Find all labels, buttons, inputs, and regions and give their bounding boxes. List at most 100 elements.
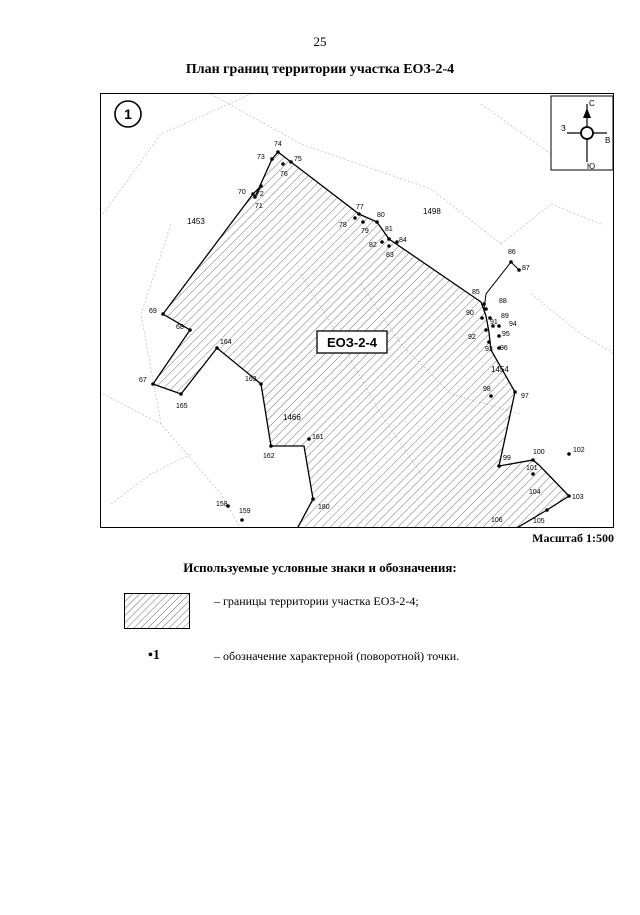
- turning-point-label: 77: [356, 204, 364, 211]
- turning-point-dot: [545, 508, 549, 512]
- turning-point-label: 162: [263, 453, 275, 460]
- turning-point-dot: [380, 240, 384, 244]
- turning-point-dot: [353, 216, 357, 220]
- turning-point-dot: [484, 328, 488, 332]
- turning-point-dot: [489, 394, 493, 398]
- compass-rose-icon: С Ю З В: [550, 95, 613, 171]
- turning-point-label: 180: [318, 504, 330, 511]
- turning-point-dot: [497, 464, 501, 468]
- parcel-number: 1466: [283, 413, 301, 422]
- turning-point-dot: [484, 307, 488, 311]
- turning-point-dot: [226, 504, 230, 508]
- turning-point-dot: [395, 240, 399, 244]
- compass-north: С: [589, 99, 595, 108]
- compass-south: Ю: [587, 162, 595, 171]
- turning-point-dot: [307, 437, 311, 441]
- turning-point-dot: [497, 324, 501, 328]
- sheet-number-circle: [114, 100, 142, 128]
- turning-point-label: 80: [377, 212, 385, 219]
- compass-west: З: [561, 124, 566, 133]
- compass-east: В: [605, 136, 610, 145]
- parcel-numbers: 1453 1498 1454 1466: [187, 207, 509, 422]
- turning-point-dot: [497, 346, 501, 350]
- turning-point-label: 79: [361, 228, 369, 235]
- turning-point-label: 78: [339, 222, 347, 229]
- turning-point-dot: [387, 244, 391, 248]
- plan-title: План границ территории участка ЕОЗ-2-4: [185, 62, 455, 77]
- turning-point-dot: [567, 452, 571, 456]
- turning-point-label: 75: [294, 156, 302, 163]
- turning-point-label: 92: [468, 334, 476, 341]
- turning-point-label: 85: [472, 289, 480, 296]
- turning-point-label: 70: [238, 189, 246, 196]
- turning-point-dot: [269, 444, 273, 448]
- turning-point-label: 93: [485, 346, 493, 353]
- turning-point-label: 72: [256, 191, 264, 198]
- turning-point-dot: [387, 237, 391, 241]
- turning-point-dot: [497, 334, 501, 338]
- turning-point-label: 82: [369, 242, 377, 249]
- turning-point-dot: [480, 316, 484, 320]
- turning-point-label: 76: [280, 171, 288, 178]
- turning-point-label: 83: [386, 252, 394, 259]
- legend-point-symbol: •1: [148, 648, 160, 663]
- turning-point-label: 81: [385, 226, 393, 233]
- turning-point-dot: [487, 340, 491, 344]
- turning-point-label: 100: [533, 449, 545, 456]
- turning-point-label: 163: [245, 376, 257, 383]
- turning-point-dot: [259, 382, 263, 386]
- turning-point-label: 102: [573, 447, 585, 454]
- turning-point-dot: [281, 162, 285, 166]
- turning-point-dot: [179, 392, 183, 396]
- turning-point-dot: [276, 150, 280, 154]
- turning-point-dot: [567, 494, 571, 498]
- turning-point-dot: [161, 312, 165, 316]
- sheet-number: 1: [124, 106, 132, 122]
- turning-point-dot: [357, 212, 361, 216]
- turning-point-label: 98: [483, 386, 491, 393]
- turning-point-label: 73: [257, 154, 265, 161]
- turning-point-label: 158: [216, 501, 228, 508]
- turning-point-dot: [482, 302, 486, 306]
- turning-point-dot: [151, 382, 155, 386]
- turning-point-label: 99: [503, 455, 511, 462]
- turning-point-dot: [253, 195, 257, 199]
- turning-point-dot: [517, 268, 521, 272]
- turning-point-dot: [513, 527, 517, 528]
- turning-point-label: 86: [508, 249, 516, 256]
- turning-point-label: 74: [274, 141, 282, 148]
- turning-point-label: 90: [466, 310, 474, 317]
- turning-point-label: 101: [526, 465, 538, 472]
- turning-point-label: 71: [255, 203, 263, 210]
- turning-point-label: 69: [149, 308, 157, 315]
- turning-point-dot: [289, 160, 293, 164]
- turning-point-label: 67: [139, 377, 147, 384]
- legend-title: Используемые условные знаки и обозначени…: [183, 560, 457, 575]
- turning-point-label: 161: [312, 434, 324, 441]
- turning-point-dot: [188, 328, 192, 332]
- turning-point-label: 96: [500, 345, 508, 352]
- page-number: 25: [313, 34, 327, 49]
- turning-point-label: 159: [239, 508, 251, 515]
- turning-point-dot: [509, 260, 513, 264]
- parcel-number: 1453: [187, 217, 205, 226]
- legend-hatch-swatch: [124, 593, 190, 629]
- turning-point-label: 94: [509, 321, 517, 328]
- zone-label: ЕОЗ-2-4: [327, 335, 378, 350]
- turning-point-dot: [259, 184, 263, 188]
- parcel-number: 1454: [491, 365, 509, 374]
- turning-point-label: 84: [399, 237, 407, 244]
- turning-point-label: 97: [521, 393, 529, 400]
- turning-point-dot: [531, 472, 535, 476]
- turning-point-dot: [375, 220, 379, 224]
- turning-point-label: 164: [220, 339, 232, 346]
- turning-point-label: 106: [491, 517, 503, 524]
- turning-point-label: 105: [533, 518, 545, 525]
- turning-point-label: 88: [499, 298, 507, 305]
- turning-point-dot: [251, 192, 255, 196]
- turning-point-dot: [491, 324, 495, 328]
- turning-point-label: 89: [501, 313, 509, 320]
- turning-point-dot: [513, 390, 517, 394]
- turning-point-dot: [361, 220, 365, 224]
